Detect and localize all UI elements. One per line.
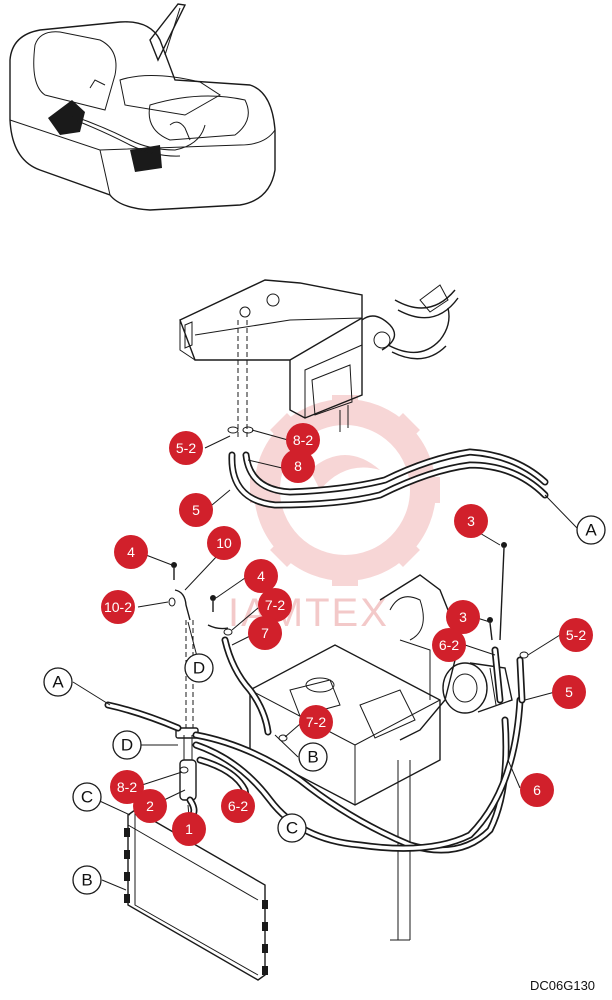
callout-4: 4 (114, 535, 148, 569)
svg-text:8: 8 (294, 458, 302, 474)
svg-text:8-2: 8-2 (117, 779, 137, 795)
svg-text:B: B (81, 871, 92, 890)
callout-3: 3 (454, 504, 488, 538)
fittings-and-bolts (168, 426, 529, 774)
watermark-gear (250, 395, 440, 586)
callout-5: 5 (179, 493, 213, 527)
svg-text:3: 3 (459, 609, 467, 625)
callout-7: 7 (248, 616, 282, 650)
svg-text:3: 3 (467, 513, 475, 529)
svg-text:1: 1 (185, 821, 193, 837)
svg-text:2: 2 (146, 798, 154, 814)
svg-text:4: 4 (127, 544, 135, 560)
svg-text:7-2: 7-2 (265, 597, 285, 613)
machine-overview-illustration (9, 3, 276, 211)
callout-6: 6 (520, 773, 554, 807)
svg-text:5: 5 (192, 502, 200, 518)
callout-1: 1 (172, 812, 206, 846)
svg-text:C: C (286, 819, 298, 838)
svg-text:5: 5 (565, 684, 573, 700)
svg-text:7: 7 (261, 625, 269, 641)
reference-a: A (576, 515, 606, 545)
reference-c: C (72, 782, 102, 812)
reference-b: B (298, 742, 328, 772)
svg-text:A: A (585, 521, 597, 540)
callout-2: 2 (133, 789, 167, 823)
evaporator-unit-illustration (179, 279, 459, 440)
callout-7-2: 7-2 (299, 705, 333, 739)
svg-text:10-2: 10-2 (104, 599, 132, 615)
callout-4: 4 (244, 559, 278, 593)
svg-text:5-2: 5-2 (566, 627, 586, 643)
callout-5-2: 5-2 (169, 431, 203, 465)
svg-text:7-2: 7-2 (306, 714, 326, 730)
svg-text:6-2: 6-2 (228, 798, 248, 814)
callout-8-2: 8-2 (110, 770, 144, 804)
svg-text:4: 4 (257, 568, 265, 584)
reference-b: B (72, 865, 102, 895)
part-callouts: 5-2 8-2 8 5 3 4 10 4 (101, 423, 593, 846)
callout-10: 10 (207, 526, 241, 560)
callout-10-2: 10-2 (101, 590, 135, 624)
svg-text:B: B (307, 748, 318, 767)
svg-text:D: D (193, 659, 205, 678)
svg-text:6: 6 (533, 782, 541, 798)
connection-references: A D A B D C C B (43, 515, 606, 895)
reference-d: D (112, 730, 142, 760)
callout-6-2: 6-2 (221, 789, 255, 823)
callout-3: 3 (446, 600, 480, 634)
callout-5-2: 5-2 (559, 618, 593, 652)
callout-7-2: 7-2 (258, 588, 292, 622)
svg-text:8-2: 8-2 (293, 432, 313, 448)
svg-text:10: 10 (216, 535, 232, 551)
callout-6-2: 6-2 (432, 628, 466, 662)
svg-text:5-2: 5-2 (176, 440, 196, 456)
svg-text:6-2: 6-2 (439, 637, 459, 653)
svg-text:A: A (52, 673, 64, 692)
svg-text:C: C (81, 788, 93, 807)
reference-a: A (43, 667, 73, 697)
reference-c: C (277, 813, 307, 843)
svg-text:D: D (121, 736, 133, 755)
callout-5: 5 (552, 675, 586, 709)
callout-8: 8 (281, 449, 315, 483)
reference-d: D (184, 653, 214, 683)
figure-code: DC06G130 (530, 978, 595, 993)
callout-8-2: 8-2 (286, 423, 320, 457)
